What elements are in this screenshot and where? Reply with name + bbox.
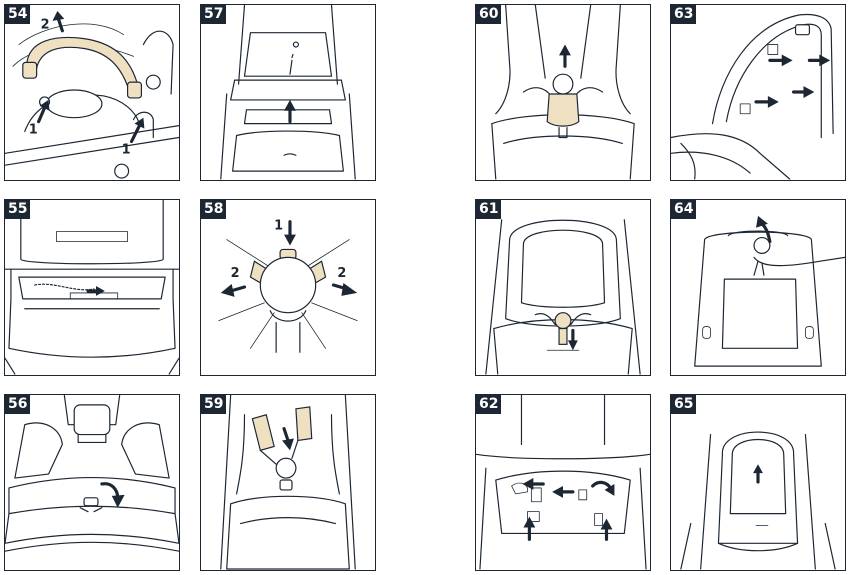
step-54-illustration: 2 1 1 (5, 5, 179, 180)
step-label: 2 (41, 18, 50, 33)
step-number-badge: 54 (5, 5, 30, 24)
step-label: 1 (29, 123, 38, 138)
step-number-badge: 60 (476, 5, 501, 24)
step-label: 2 (231, 266, 240, 281)
arrow-curved-right-icon (593, 482, 615, 495)
step-65-panel: 65 (670, 394, 846, 571)
step-61-illustration (476, 200, 650, 375)
step-65-illustration (671, 395, 845, 570)
step-number-badge: 64 (671, 200, 696, 219)
step-number-badge: 57 (201, 5, 226, 24)
arrow-down-icon (568, 331, 578, 351)
step-63-illustration (671, 5, 845, 180)
step-label: 2 (337, 266, 346, 281)
step-55-panel: 55 (4, 199, 180, 376)
arrow-left-icon (221, 284, 245, 297)
step-64-panel: 64 (670, 199, 846, 376)
step-number-badge: 61 (476, 200, 501, 219)
step-number-badge: 58 (201, 200, 226, 219)
step-number-badge: 55 (5, 200, 30, 219)
step-64-illustration (671, 200, 845, 375)
step-61-panel: 61 (475, 199, 651, 376)
arrow-right-icon (809, 54, 830, 66)
arrow-up-icon (559, 45, 571, 67)
step-number-badge: 59 (201, 395, 226, 414)
bumper-bar (27, 37, 138, 92)
step-number-badge: 63 (671, 5, 696, 24)
step-54-panel: 54 2 1 1 (4, 4, 180, 181)
shoulder-pad-right (296, 407, 312, 441)
step-label: 1 (122, 142, 131, 157)
step-62-panel: 62 (475, 394, 651, 571)
crotch-pad (547, 94, 579, 126)
step-55-illustration (5, 200, 179, 375)
arrow-curved-down-icon (102, 484, 125, 508)
arrow-left-icon (552, 486, 573, 498)
arrow-down-icon (282, 429, 294, 451)
arrow-down-icon (284, 222, 296, 246)
step-label: 1 (274, 219, 283, 234)
step-number-badge: 62 (476, 395, 501, 414)
arrow-right-icon (794, 86, 815, 98)
step-57-illustration (201, 5, 375, 180)
step-59-illustration (201, 395, 375, 570)
arrow-right-icon (88, 286, 105, 296)
step-56-illustration (5, 395, 179, 570)
step-63-panel: 63 (670, 4, 846, 181)
step-60-illustration (476, 5, 650, 180)
arrow-right-icon (770, 54, 793, 66)
step-58-illustration: 1 2 2 (201, 200, 375, 375)
step-58-panel: 58 1 2 2 (200, 199, 376, 376)
step-60-panel: 60 (475, 4, 651, 181)
step-59-panel: 59 (200, 394, 376, 571)
arrow-up-icon (753, 464, 763, 482)
step-62-illustration (476, 395, 650, 570)
step-number-badge: 65 (671, 395, 696, 414)
arrow-right-icon (333, 283, 357, 296)
step-56-panel: 56 (4, 394, 180, 571)
arrow-up-icon (284, 100, 296, 122)
arrow-up-icon (523, 517, 535, 540)
step-number-badge: 56 (5, 395, 30, 414)
shoulder-pad-left (252, 415, 274, 451)
step-57-panel: 57 (200, 4, 376, 181)
buckle (555, 313, 571, 329)
arrow-right-icon (756, 96, 779, 108)
